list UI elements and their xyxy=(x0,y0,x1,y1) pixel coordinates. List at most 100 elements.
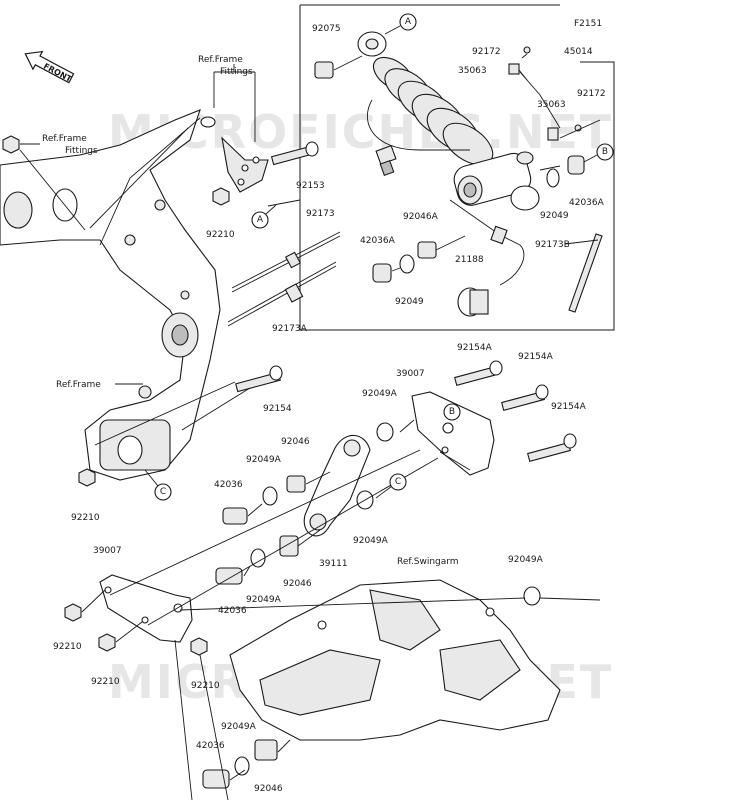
label-92210-e: 92210 xyxy=(191,681,220,691)
label-92210-b: 92210 xyxy=(71,513,100,523)
label-92046-a: 92046 xyxy=(281,437,310,447)
svg-text:A: A xyxy=(405,17,412,27)
callout-b-2: B xyxy=(443,403,461,421)
bolt-92154A-c xyxy=(527,433,577,462)
rocker-arm-39007-lower xyxy=(99,574,193,643)
label-92154A-a: 92154A xyxy=(457,343,493,353)
label-92075: 92075 xyxy=(312,24,341,34)
callout-b-1: B xyxy=(596,143,614,161)
seal-92049-b xyxy=(546,168,560,188)
bolt-92154 xyxy=(235,365,283,393)
label-92049A-d: 92049A xyxy=(246,595,282,605)
nut-92210-b xyxy=(78,468,96,487)
label-92154: 92154 xyxy=(263,404,292,414)
label-45014: 45014 xyxy=(564,47,593,57)
label-92173B: 92173B xyxy=(535,240,570,250)
label-35063-b: 35063 xyxy=(537,100,566,110)
label-35063-a: 35063 xyxy=(458,66,487,76)
collar-42036-c xyxy=(202,769,230,789)
svg-text:B: B xyxy=(602,147,608,157)
callout-c-2: C xyxy=(389,473,407,491)
collar-42036A-b xyxy=(567,155,585,175)
collar-42036A-a xyxy=(372,263,392,283)
shock-inset-box xyxy=(299,4,615,331)
svg-text:C: C xyxy=(160,487,166,497)
part-number-labels: 92075 92172 45014 35063 92172 35063 9215… xyxy=(53,24,606,794)
callout-c-1: C xyxy=(154,483,172,501)
ref-frame-fittings-top-line2: Fittings xyxy=(220,67,253,77)
ref-frame-fittings-left-line2: Fittings xyxy=(65,146,98,156)
ref-frame-fittings-top-line1: Ref.Frame xyxy=(198,55,243,65)
label-92210-c: 92210 xyxy=(53,642,82,652)
nut-92210-a xyxy=(212,187,230,206)
bolt-92153 xyxy=(270,141,319,166)
nut-frame-fitting xyxy=(2,135,20,154)
svg-text:C: C xyxy=(395,477,401,487)
label-42036-a: 42036 xyxy=(214,480,243,490)
label-92049A-e: 92049A xyxy=(508,555,544,565)
label-92210-a: 92210 xyxy=(206,230,235,240)
bolt-92154A-b xyxy=(501,384,549,411)
label-92154A-c: 92154A xyxy=(551,402,587,412)
svg-text:B: B xyxy=(449,407,455,417)
ref-frame: Ref.Frame xyxy=(56,380,101,390)
label-92049-a: 92049 xyxy=(395,297,424,307)
leader-lines xyxy=(19,53,601,800)
ref-swingarm: Ref.Swingarm xyxy=(397,557,459,567)
bolt-92154A-a xyxy=(454,360,503,386)
figure-code: F2151 xyxy=(574,19,602,29)
frame-structure xyxy=(0,109,221,481)
label-92173A: 92173A xyxy=(272,324,308,334)
seal-92049A-b xyxy=(262,486,278,506)
label-39007-b: 39007 xyxy=(93,546,122,556)
callout-a-1: A xyxy=(399,13,417,31)
label-92154A-b: 92154A xyxy=(518,352,554,362)
frame-fitting-bracket xyxy=(200,116,269,193)
label-92172-b: 92172 xyxy=(577,89,606,99)
label-92153: 92153 xyxy=(296,181,325,191)
bolt-92172-a xyxy=(523,46,531,54)
label-21188: 21188 xyxy=(455,255,484,265)
label-92173: 92173 xyxy=(306,209,335,219)
seal-92049A-a xyxy=(376,422,394,442)
nut-92210-c xyxy=(64,603,82,622)
collar-42036-a xyxy=(222,507,248,525)
bearing-92046-a xyxy=(286,475,306,493)
label-92172-a: 92172 xyxy=(472,47,501,57)
svg-text:A: A xyxy=(257,215,264,225)
label-92049-b: 92049 xyxy=(540,211,569,221)
label-92046A: 92046A xyxy=(403,212,439,222)
label-92049A-f: 92049A xyxy=(221,722,257,732)
cable-tie-92173A xyxy=(227,261,337,327)
label-92046-c: 92046 xyxy=(254,784,283,794)
nut-92210-e xyxy=(190,637,208,656)
swingarm xyxy=(229,579,561,741)
label-92049A-a: 92049A xyxy=(362,389,398,399)
label-42036-b: 42036 xyxy=(218,606,247,616)
bushing-92075 xyxy=(314,61,334,79)
label-42036A-b: 42036A xyxy=(569,198,605,208)
seal-92049A-e xyxy=(523,586,541,606)
bracket-35063-b xyxy=(547,127,559,141)
seal-92049A-f xyxy=(234,756,250,776)
cable-tie-92173 xyxy=(231,231,341,293)
tie-rod-39111 xyxy=(303,434,371,537)
bearing-92046A xyxy=(417,241,437,259)
rocker-arm-39007-upper xyxy=(411,391,495,476)
nut-92210-d xyxy=(98,633,116,652)
label-92046-b: 92046 xyxy=(283,579,312,589)
label-39111: 39111 xyxy=(319,559,348,569)
ref-frame-fittings-left-line1: Ref.Frame xyxy=(42,134,87,144)
label-92049A-b: 92049A xyxy=(246,455,282,465)
label-42036-c: 42036 xyxy=(196,741,225,751)
label-92049A-c: 92049A xyxy=(353,536,389,546)
collar-42036-b xyxy=(215,567,243,585)
label-92210-d: 92210 xyxy=(91,677,120,687)
bearing-92046-c xyxy=(254,739,278,761)
front-arrow-icon: FRONT xyxy=(24,50,75,84)
label-39007-a: 39007 xyxy=(396,369,425,379)
rear-shock-absorber xyxy=(357,31,540,317)
seal-92049-a xyxy=(399,254,415,274)
bearing-92046-b xyxy=(279,535,299,557)
